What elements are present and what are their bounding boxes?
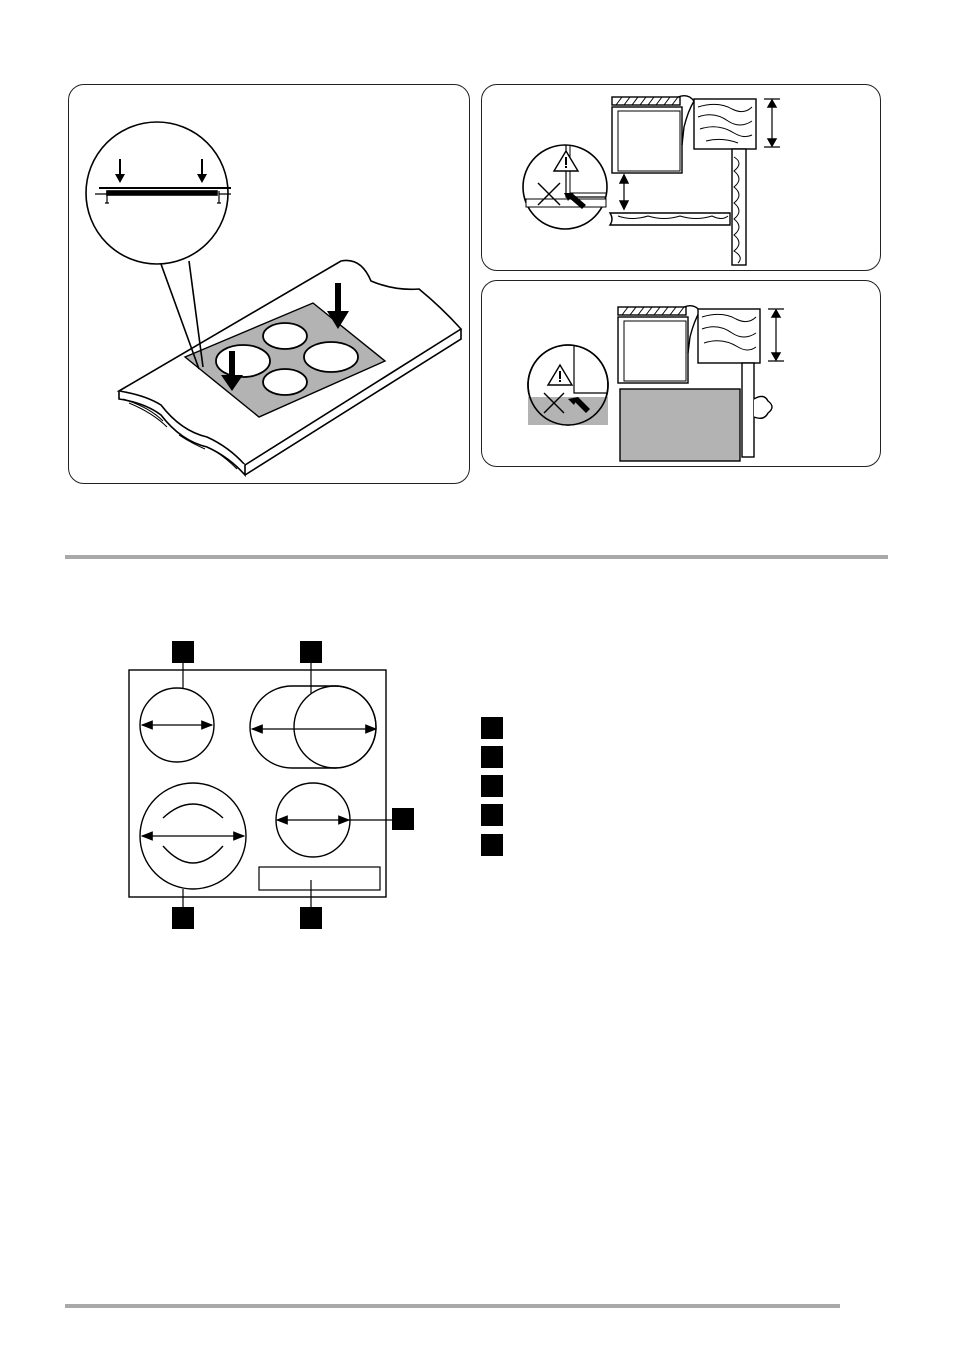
magnifier-callout [86, 122, 231, 369]
oven-block [620, 389, 740, 461]
callout-box [172, 641, 194, 663]
control-panel [259, 867, 380, 908]
cooking-zone [304, 342, 358, 372]
cooking-zone-top-left [140, 663, 214, 762]
legend-box [481, 717, 503, 739]
clearance-oven-drawing [482, 281, 880, 466]
callout-box [300, 907, 322, 929]
hob-top-section [612, 97, 680, 105]
panel-installation-oven [481, 280, 881, 467]
warning-callout [528, 345, 608, 425]
cooking-zone-bottom-left [140, 783, 246, 908]
cooking-zone [216, 345, 270, 377]
hob-installation-drawing [69, 85, 469, 483]
legend-box [481, 775, 503, 797]
legend-box [481, 804, 503, 826]
callout-box [300, 641, 322, 663]
cooking-zone-bottom-right [276, 783, 392, 857]
cooking-zone [263, 369, 307, 395]
panel-hob-installation [68, 84, 470, 484]
legend-box [481, 834, 503, 856]
legend-box [481, 746, 503, 768]
callout-box [392, 808, 414, 830]
warning-callout [523, 145, 607, 229]
footer-divider [65, 1304, 840, 1308]
cooking-zone [263, 323, 307, 349]
clearance-drawer-drawing [482, 85, 880, 270]
section-divider [65, 555, 888, 559]
hob-outline [129, 670, 386, 897]
callout-box [172, 907, 194, 929]
cooking-zone-top-right-dual [250, 663, 376, 768]
hob-top-section [618, 307, 686, 315]
panel-installation-drawer [481, 84, 881, 271]
